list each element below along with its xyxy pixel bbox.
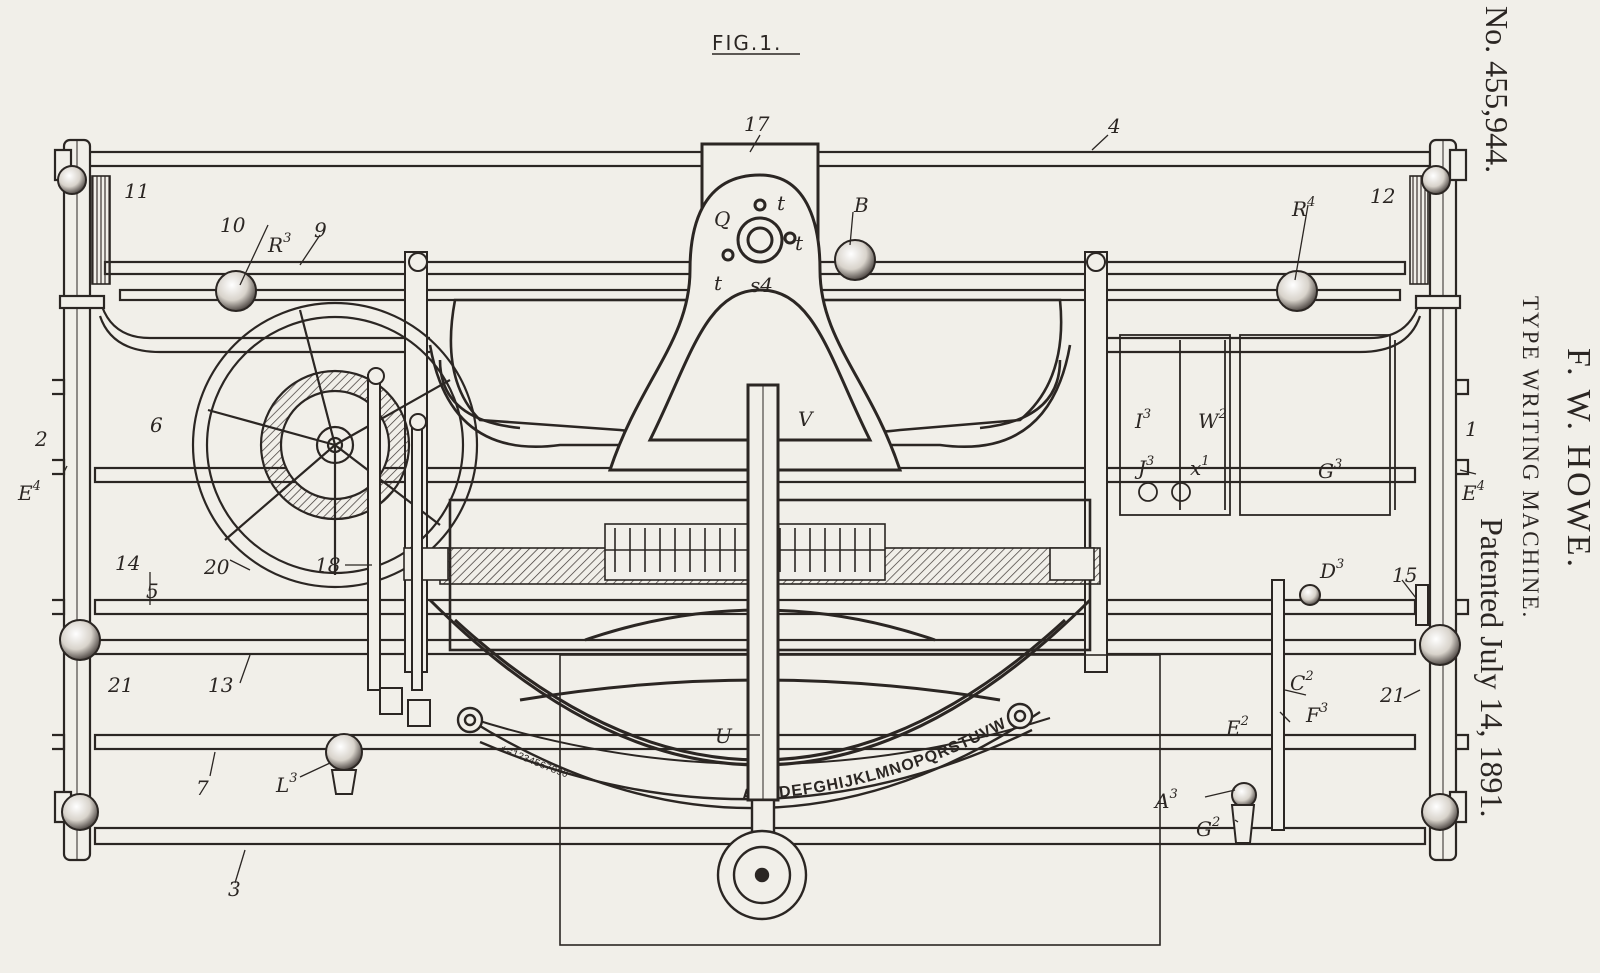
- label-4: 4: [1107, 114, 1121, 138]
- label-1: 1: [1465, 417, 1478, 441]
- label-R3: R3: [267, 231, 291, 257]
- knob-21-left: [59, 619, 101, 661]
- patent-date: Patented July 14, 1891.: [1474, 518, 1510, 818]
- central-arm: [607, 142, 903, 802]
- label-6: 6: [150, 413, 163, 437]
- label-12: 12: [1370, 184, 1395, 208]
- label-s4: s4: [750, 273, 773, 297]
- knob-R3: [215, 270, 257, 312]
- label-2: 2: [34, 427, 48, 451]
- label-G2: G2: [1196, 815, 1220, 841]
- label-14: 14: [115, 551, 140, 575]
- label-U: U: [715, 724, 733, 748]
- label-t-lower: t: [714, 271, 723, 295]
- knobs: [57, 165, 1461, 844]
- springs: [91, 175, 1429, 285]
- side-arms: [58, 294, 1462, 354]
- right-lever-rods: [1271, 579, 1429, 831]
- label-20: 20: [203, 555, 230, 579]
- label-D3: D3: [1319, 557, 1344, 583]
- label-L3: L3: [275, 771, 298, 797]
- label-7: 7: [196, 776, 209, 800]
- label-V: V: [798, 407, 815, 431]
- label-11: 11: [124, 179, 149, 203]
- knob-21-right: [1419, 624, 1461, 666]
- label-10: 10: [220, 213, 246, 237]
- leader-lines: [63, 134, 1477, 884]
- label-E4-right: E4: [1461, 479, 1485, 505]
- label-G3: G3: [1318, 457, 1342, 483]
- inventor-name: F. W. HOWE.: [1560, 348, 1597, 571]
- knob-D3: [1299, 584, 1321, 606]
- label-18: 18: [315, 553, 340, 577]
- patent-number: No. 455,944.: [1479, 6, 1515, 174]
- label-21-right: 21: [1379, 683, 1405, 707]
- knob-B: [834, 239, 876, 281]
- label-t-right: t: [795, 231, 804, 255]
- right-panels: [1119, 334, 1396, 516]
- hand-wheel: [716, 798, 808, 921]
- left-lever-rods: [367, 367, 431, 727]
- label-Q: Q: [714, 207, 730, 231]
- knob-R4: [1276, 270, 1318, 312]
- label-9: 9: [314, 218, 327, 242]
- label-t-upper: t: [777, 191, 786, 215]
- wheel-20: [191, 301, 479, 589]
- label-E4-left: E4: [17, 479, 41, 505]
- label-5: 5: [146, 579, 159, 603]
- label-C2: C2: [1290, 669, 1314, 695]
- invention-title: TYPE WRITING MACHINE.: [1518, 296, 1543, 620]
- label-3: 3: [228, 877, 241, 901]
- label-B: B: [853, 193, 869, 217]
- label-17: 17: [744, 112, 770, 136]
- figure-title: FIG.1.: [712, 31, 782, 55]
- label-E2: E2: [1225, 714, 1249, 740]
- label-F3: F3: [1305, 701, 1328, 727]
- label-15: 15: [1392, 563, 1417, 587]
- label-I3: I3: [1134, 407, 1151, 433]
- label-x1: x1: [1190, 454, 1210, 480]
- label-J3: J3: [1134, 454, 1154, 480]
- label-A3: A3: [1153, 787, 1178, 813]
- label-21-left: 21: [107, 673, 133, 697]
- label-W2: W2: [1198, 407, 1227, 433]
- reference-labels: 17 4 11 12 10 R3 9 R4 Q t t t s4 B 6 2 1…: [17, 112, 1485, 901]
- label-R4: R4: [1291, 195, 1315, 221]
- frame-posts: [52, 138, 1470, 862]
- knob-L3: [325, 733, 363, 771]
- label-13: 13: [208, 673, 233, 697]
